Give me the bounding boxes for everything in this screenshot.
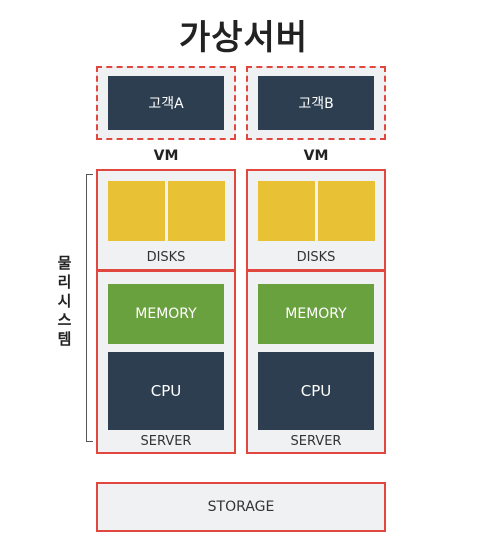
memory-label-a: MEMORY (135, 306, 197, 322)
diagram-title: 가상서버 (178, 18, 309, 58)
guest-b-label: 고객B (298, 96, 334, 112)
memory-box-b: MEMORY (258, 284, 374, 344)
physical-system-label: 물리시스템 (55, 255, 73, 350)
physical-system-bracket (86, 174, 93, 442)
cpu-box-b: CPU (258, 352, 374, 430)
disk-b1 (258, 181, 315, 241)
cpu-label-b: CPU (300, 382, 332, 400)
memory-box-a: MEMORY (108, 284, 224, 344)
vm-box-a: 고객A (96, 66, 236, 140)
guest-b-box: 고객B (258, 76, 374, 130)
vm-label-a: VM (153, 148, 179, 164)
disks-panel-a: DISKS (96, 169, 236, 271)
disks-label-a: DISKS (146, 250, 186, 265)
disk-b2 (318, 181, 375, 241)
disk-a1 (108, 181, 165, 241)
disks-label-b: DISKS (296, 250, 336, 265)
server-label-a: SERVER (140, 434, 192, 449)
guest-a-box: 고객A (108, 76, 224, 130)
guest-a-label: 고객A (148, 96, 184, 112)
server-panel-b: MEMORY CPU SERVER (246, 270, 386, 454)
storage-box: STORAGE (96, 482, 386, 532)
server-label-b: SERVER (290, 434, 342, 449)
vm-box-b: 고객B (246, 66, 386, 140)
vm-label-b: VM (303, 148, 329, 164)
storage-label: STORAGE (207, 499, 275, 515)
server-panel-a: MEMORY CPU SERVER (96, 270, 236, 454)
disks-panel-b: DISKS (246, 169, 386, 271)
cpu-box-a: CPU (108, 352, 224, 430)
cpu-label-a: CPU (150, 382, 182, 400)
memory-label-b: MEMORY (285, 306, 347, 322)
disk-a2 (168, 181, 225, 241)
